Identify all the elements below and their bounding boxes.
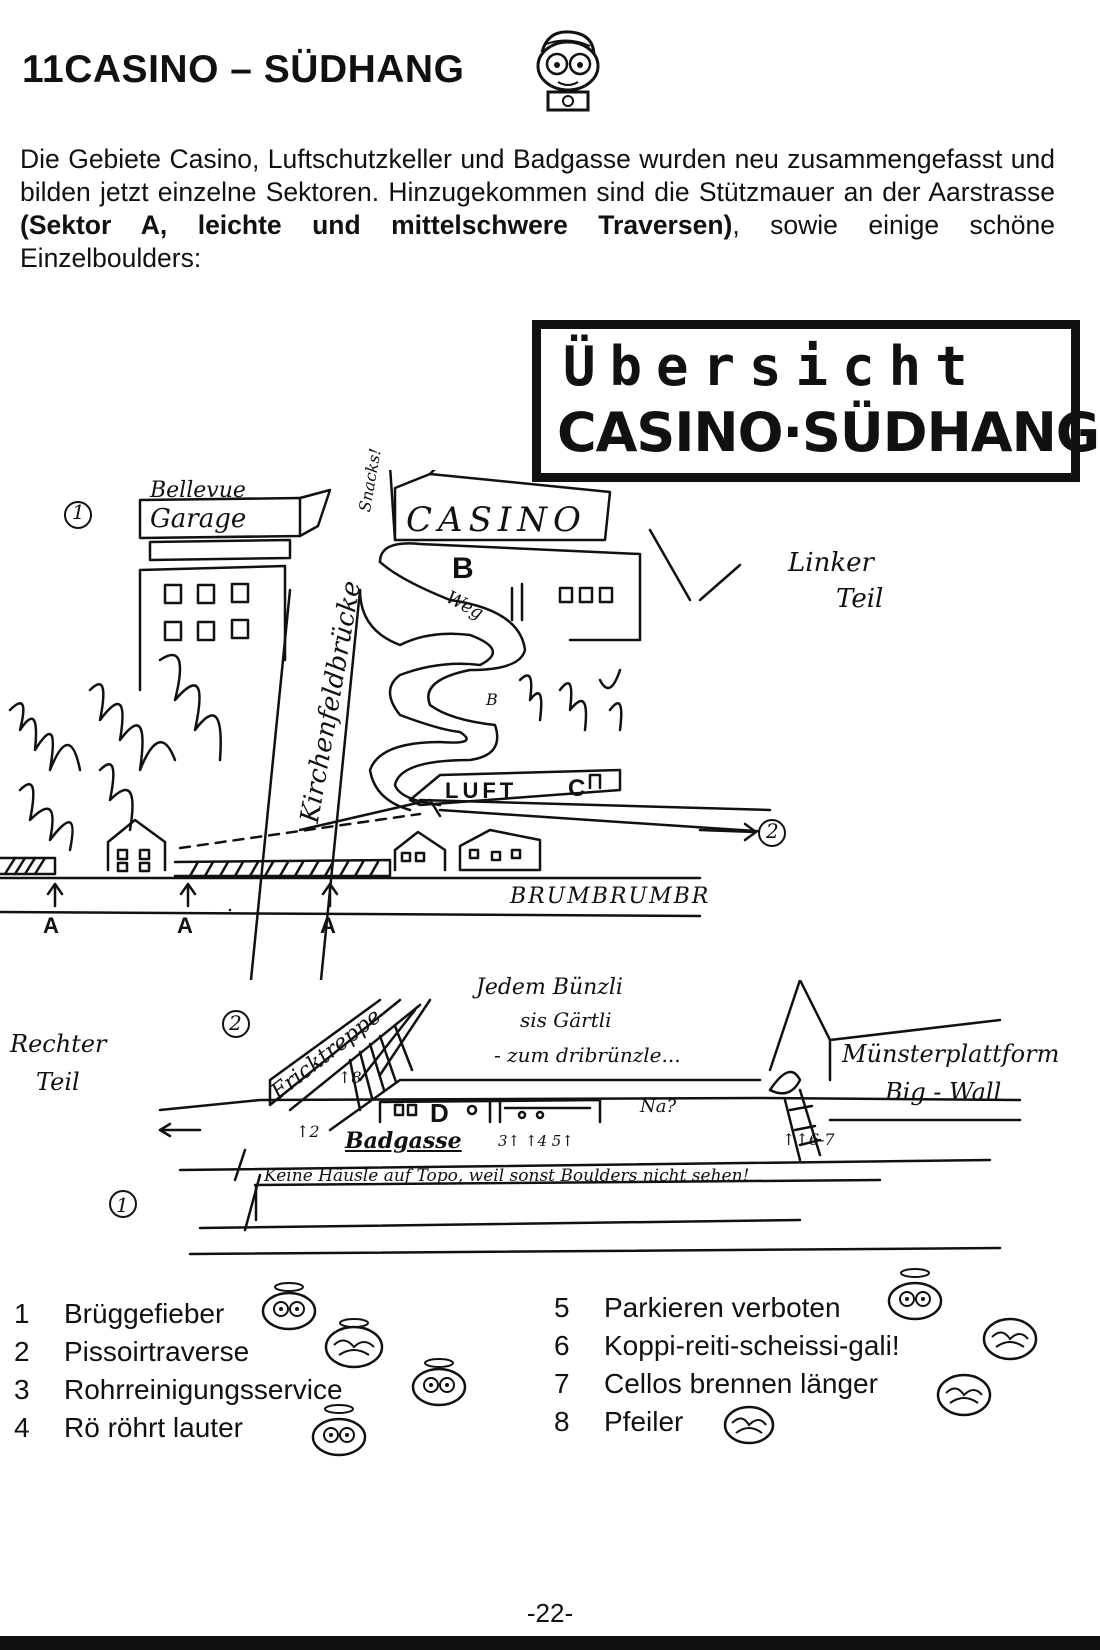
map-label-b-small: B	[486, 690, 498, 709]
list-item-name: Pissoirtraverse	[64, 1336, 250, 1367]
legend-right: 5 Parkieren verboten 6 Koppi-reiti-scheiss…	[554, 1268, 1038, 1445]
list-item: 8 Pfeiler	[554, 1403, 900, 1445]
map-label-sector-c: C	[568, 775, 586, 802]
halo-smiley-icon	[261, 1282, 317, 1331]
intro-text-1: Die Gebiete Casino, Luftschutzkeller und…	[20, 144, 1055, 207]
list-item: 6 Koppi-reiti-scheissi-gali!	[554, 1317, 1038, 1365]
map-label-muensterplattform: Münsterplattform	[842, 1040, 1060, 1068]
list-item-number: 8	[554, 1406, 570, 1437]
list-item-name: Pfeiler	[604, 1406, 684, 1437]
page-title: 11CASINO – SÜDHANG	[22, 48, 465, 91]
map-circle-1: 1	[72, 500, 85, 524]
list-item-number: 6	[554, 1330, 570, 1361]
bottom-border	[0, 1636, 1100, 1650]
list-item-name: Rohrreinigungsservice	[64, 1374, 343, 1405]
list-item-name: Parkieren verboten	[604, 1292, 841, 1323]
map-label-a-2: A	[177, 913, 193, 938]
list-item: 7 Cellos brennen länger	[554, 1365, 992, 1417]
map-circle-2-lower: 2	[229, 1011, 242, 1035]
list-item-number: 5	[554, 1292, 570, 1323]
map-label-luft: LUFT	[445, 778, 518, 803]
list-item-number: 1	[14, 1298, 30, 1329]
map-label-casino: CASINO	[406, 500, 587, 540]
list-item-name: Brüggefieber	[64, 1298, 225, 1329]
sketch-map-upper	[0, 470, 786, 980]
list-item-number: 7	[554, 1368, 570, 1399]
intro-paragraph: Die Gebiete Casino, Luftschutzkeller und…	[20, 143, 1055, 275]
scribble-face-icon	[324, 1318, 384, 1369]
map-circle-2: 2	[766, 819, 779, 843]
list-item: 5 Parkieren verboten	[554, 1268, 943, 1327]
list-item-name: Rö röhrt lauter	[64, 1412, 243, 1443]
intro-text-2: , sowie einige schöne Einzelboulders:	[20, 210, 1055, 273]
halo-smiley-icon	[411, 1358, 467, 1407]
map-label-a-1: A	[43, 913, 59, 938]
map-label-jedem-2: sis Gärtli	[520, 1008, 612, 1032]
list-item-name: Cellos brennen länger	[604, 1368, 878, 1399]
list-item: 4 Rö röhrt lauter	[14, 1404, 367, 1457]
map-label-big-wall: Big - Wall	[885, 1078, 1002, 1106]
map-label-na: Na?	[640, 1096, 677, 1117]
map-label-nums-345: 3↑ ↑4 5↑	[498, 1132, 574, 1150]
map-label-brumbrumbr: BRUMBRUMBR	[510, 884, 711, 909]
map-label-linker: Linker	[788, 548, 874, 578]
map-label-badgasse: Badgasse	[345, 1128, 462, 1154]
map-label-sector-b: B	[452, 552, 474, 585]
list-item: 1 Brüggefieber	[14, 1282, 343, 1333]
scribble-face-icon	[723, 1405, 775, 1445]
map-label-num-67: ↑↑6-7	[782, 1130, 835, 1149]
map-label-rechter: Rechter	[10, 1030, 107, 1058]
map-circle-1-lower: 1	[116, 1193, 129, 1217]
overview-line-2: CASINO·SÜDHANG	[557, 401, 1100, 464]
map-label-bellevue: Bellevue	[150, 478, 246, 503]
cartoon-face-icon	[536, 30, 600, 112]
map-label-teil-left: Teil	[836, 584, 884, 614]
list-item-number: 2	[14, 1336, 30, 1367]
overview-line-1: Übersicht	[563, 335, 982, 398]
map-label-num-2: ↑2	[296, 1122, 320, 1141]
map-label-teil-right: Teil	[36, 1068, 80, 1096]
intro-text-bold: (Sektor A, leichte und mittelschwere Tra…	[20, 210, 733, 240]
map-label-garage: Garage	[150, 504, 247, 534]
sketch-map-lower	[109, 980, 1022, 1256]
scribble-face-icon	[936, 1373, 992, 1417]
list-item-number: 3	[14, 1374, 30, 1405]
map-label-jedem-3: - zum dribrünzle...	[494, 1043, 681, 1067]
halo-smiley-icon	[311, 1404, 367, 1457]
list-item-number: 4	[14, 1412, 30, 1443]
overview-box: Übersicht CASINO·SÜDHANG	[532, 320, 1100, 482]
map-label-num-8: ↑8	[338, 1068, 362, 1087]
halo-smiley-icon	[887, 1268, 943, 1321]
map-label-jedem-1: Jedem Bünzli	[476, 975, 623, 1000]
page-number: -22-	[526, 1598, 574, 1628]
list-item-name: Koppi-reiti-scheissi-gali!	[604, 1330, 900, 1361]
legend-left: 1 Brüggefieber 2 Pissoirtraverse 3 Rohrrein…	[14, 1282, 467, 1457]
map-label-a-3: A	[320, 913, 336, 938]
scribble-face-icon	[982, 1317, 1038, 1361]
list-item: 3 Rohrreinigungsservice	[14, 1358, 467, 1409]
map-label-sector-d: D	[430, 1098, 449, 1128]
map-label-keine: Keine Häusle auf Topo, weil sonst Boulde…	[264, 1166, 750, 1186]
list-item: 2 Pissoirtraverse	[14, 1318, 384, 1371]
